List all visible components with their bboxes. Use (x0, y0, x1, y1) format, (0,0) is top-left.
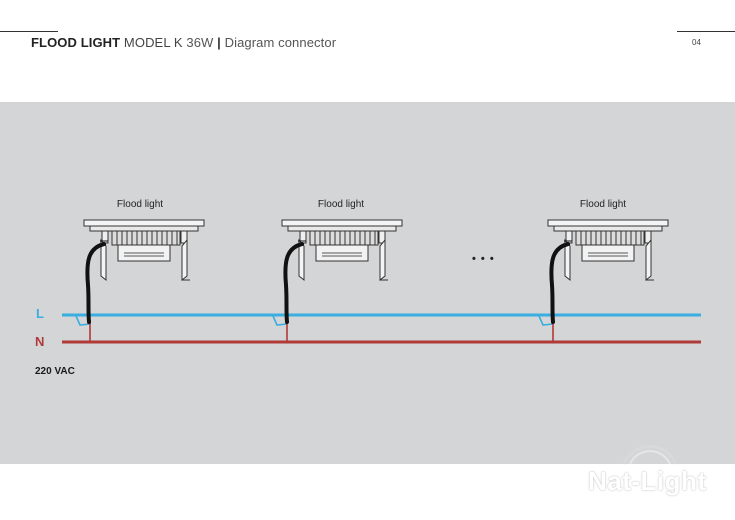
flood-light-fixture-3 (547, 219, 669, 281)
logo-text: Nat-Light (588, 466, 707, 496)
wattage: 36W (186, 35, 214, 50)
line-label: L (36, 306, 44, 321)
title-separator: | (217, 35, 221, 50)
neutral-taps (89, 320, 554, 342)
fixture-label-2: Flood light (317, 199, 365, 210)
page-title: FLOOD LIGHT MODEL K 36W | Diagram connec… (31, 35, 336, 50)
brand-logo: Nat-Light (584, 428, 716, 508)
logo-arc-icon (622, 444, 678, 465)
flood-light-fixture-1 (83, 219, 205, 281)
line-taps (75, 315, 554, 326)
diagram-panel (0, 102, 735, 464)
page-subtitle: Diagram connector (224, 35, 337, 50)
flood-light-fixture-2 (281, 219, 403, 281)
fixture-cables (85, 242, 570, 324)
product-name: FLOOD LIGHT (31, 35, 121, 50)
neutral-label: N (35, 334, 45, 349)
fixture-label-1: Flood light (116, 199, 164, 210)
more-fixtures-ellipsis: • • • (472, 253, 495, 265)
header-rule-left (0, 31, 58, 32)
fixture-label-3: Flood light (579, 199, 627, 210)
voltage-label: 220 VAC (35, 366, 75, 377)
model-name: MODEL K (123, 35, 183, 50)
header-rule-right (677, 31, 735, 32)
page-number: 04 (692, 38, 701, 47)
